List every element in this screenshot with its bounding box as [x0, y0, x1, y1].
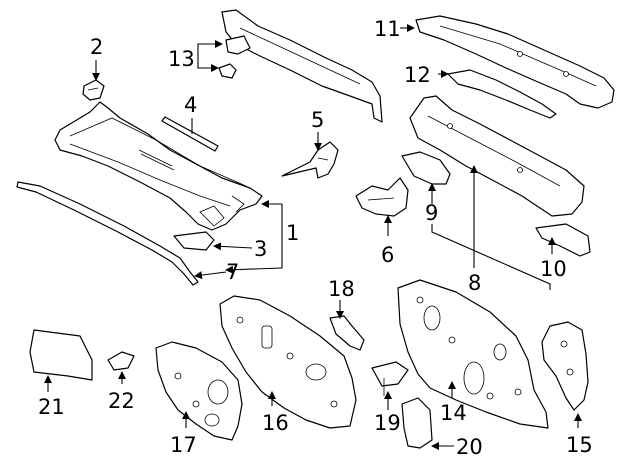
part-7-seal-strip	[16, 181, 199, 286]
callout-18: 18	[328, 277, 355, 301]
callout-10: 10	[540, 257, 567, 281]
part-1-cowl-panel	[54, 101, 263, 231]
callout-4: 4	[184, 93, 197, 117]
part-18-bracket	[329, 315, 365, 351]
part-20-bracket	[401, 397, 433, 449]
callout-9: 9	[425, 201, 438, 225]
part-12-strip	[447, 69, 557, 119]
callout-7: 7	[226, 260, 239, 284]
callout-22: 22	[108, 389, 135, 413]
callout-15: 15	[566, 433, 593, 457]
callout-16: 16	[262, 411, 289, 435]
callout-3: 3	[254, 237, 267, 261]
part-10-bracket	[535, 223, 591, 257]
callout-13: 13	[168, 47, 195, 71]
callout-labels: 1 2 3 4 5 6 7 8 9 10 11 12 13 14 15 16 1…	[38, 17, 593, 459]
callout-12: 12	[404, 63, 431, 87]
part-8-cowl-lower	[409, 95, 585, 217]
part-22-clip	[107, 351, 135, 371]
part-13-upper-bar	[218, 9, 383, 123]
callout-17: 17	[170, 433, 197, 457]
part-19-clip	[371, 361, 409, 396]
callout-6: 6	[381, 243, 394, 267]
part-2-clip	[82, 79, 105, 101]
callout-2: 2	[90, 35, 103, 59]
part-3-bracket	[173, 231, 215, 251]
part-17-insulator	[155, 341, 243, 441]
callout-8: 8	[468, 271, 481, 295]
part-14-dash-insulator	[397, 279, 549, 429]
callout-19: 19	[374, 411, 401, 435]
part-16-insulator	[219, 295, 357, 429]
part-9-plate	[401, 151, 451, 185]
leader-lines	[44, 24, 582, 450]
part-21-pad	[29, 329, 93, 381]
callout-21: 21	[38, 395, 65, 419]
callout-14: 14	[440, 401, 467, 425]
part-5-bracket	[281, 141, 339, 179]
callout-11: 11	[374, 17, 401, 41]
part-4-rod	[161, 116, 219, 152]
callout-1: 1	[286, 221, 299, 245]
callout-20: 20	[456, 435, 483, 459]
callout-5: 5	[311, 108, 324, 132]
part-15-side-insulator	[541, 321, 589, 411]
part-11-reinforcement	[415, 15, 615, 109]
part-6-mount	[355, 177, 409, 217]
